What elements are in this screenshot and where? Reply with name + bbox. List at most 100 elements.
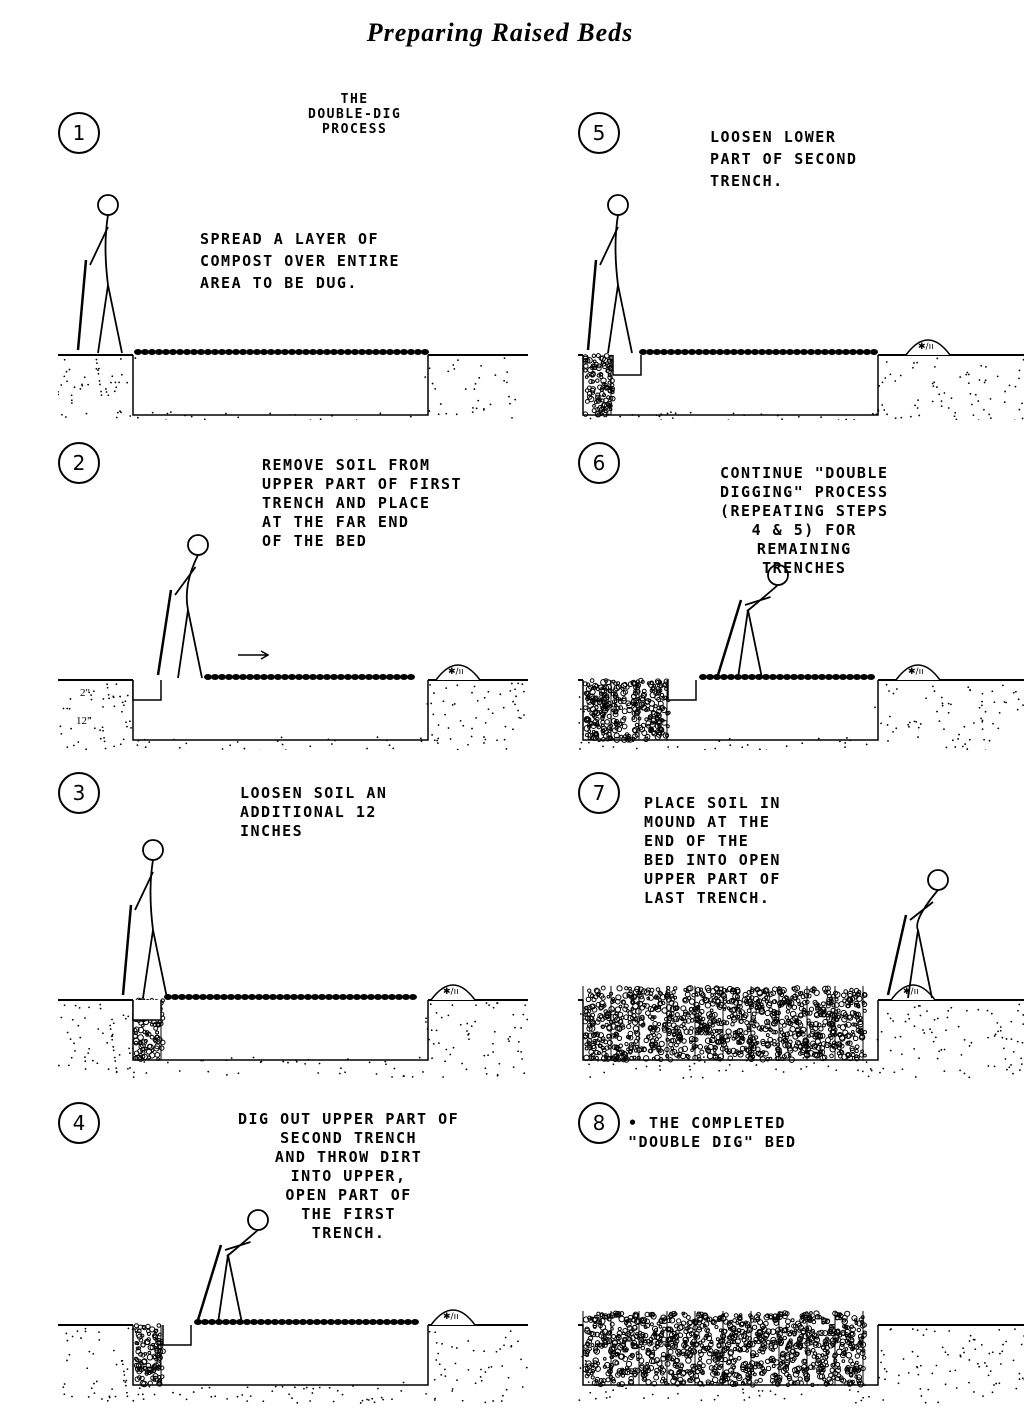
soil-dot: [68, 368, 71, 371]
soil-dot: [119, 695, 122, 698]
soil-dot: [485, 1002, 488, 1004]
soil-dot: [169, 411, 172, 414]
soil-clod: [613, 709, 618, 715]
soil-dot: [85, 412, 88, 415]
soil-clod: [785, 1019, 792, 1026]
soil-mound: [905, 339, 951, 356]
soil-dot: [432, 713, 435, 716]
soil-clod: [841, 1359, 846, 1363]
compost-lump: [232, 674, 240, 680]
soil-clod: [618, 705, 624, 711]
soil-dot: [488, 1004, 491, 1007]
soil-clod: [614, 1351, 619, 1357]
soil-dot: [1010, 1064, 1012, 1066]
spade-icon: [121, 904, 133, 996]
legs: [142, 929, 168, 999]
soil-clod: [736, 1316, 742, 1322]
soil-dot: [938, 720, 941, 723]
soil-clod: [640, 704, 647, 711]
soil-clod: [591, 729, 596, 734]
compost-lump: [783, 674, 791, 680]
soil-clod: [613, 703, 618, 708]
soil-clod: [634, 1367, 641, 1374]
soil-dot: [473, 388, 476, 391]
compost-lump: [856, 349, 864, 355]
soil-clod: [590, 1365, 597, 1372]
soil-dot: [976, 1362, 979, 1365]
soil-clod: [135, 1348, 142, 1355]
soil-dot: [886, 1012, 889, 1015]
soil-clod: [606, 403, 611, 409]
compost-lump: [393, 349, 401, 355]
soil-dot: [579, 748, 581, 750]
soil-dot: [134, 357, 137, 359]
soil-clod: [600, 985, 606, 991]
arrow-icon: [238, 650, 270, 660]
soil-dot: [291, 1397, 293, 1400]
soil-clod: [633, 1333, 639, 1339]
soil-dot: [128, 1047, 130, 1050]
torso: [916, 889, 939, 931]
head: [97, 194, 119, 216]
compost-lump: [220, 994, 228, 1000]
arms: [174, 566, 197, 596]
soil-clod: [607, 374, 613, 381]
soil-dot: [113, 745, 116, 748]
soil-dot: [913, 362, 915, 364]
soil-clod: [776, 1042, 781, 1047]
soil-dot: [479, 1376, 482, 1378]
soil-dot: [945, 746, 948, 749]
soil-dot: [1017, 698, 1020, 701]
soil-clod: [827, 1027, 833, 1032]
soil-clod: [827, 1042, 832, 1047]
soil-dot: [523, 690, 525, 693]
open-trench: [612, 355, 642, 376]
soil-clod: [735, 1006, 741, 1012]
soil-clod: [667, 1326, 674, 1333]
soil-dot: [489, 403, 492, 406]
soil-clod: [628, 1329, 633, 1334]
soil-dot: [965, 373, 968, 376]
soil-clod: [607, 1039, 613, 1046]
soil-dot: [200, 1059, 203, 1062]
soil-clod: [853, 1010, 857, 1015]
soil-clod: [825, 985, 831, 992]
soil-dot: [447, 370, 450, 373]
soil-dot: [451, 1388, 454, 1390]
soil-clod: [591, 1006, 598, 1013]
soil-clod: [822, 985, 829, 993]
soil-clod: [862, 1008, 867, 1013]
soil-dot: [127, 1327, 130, 1330]
soil-dot: [864, 1384, 867, 1387]
soil-dot: [338, 1072, 341, 1075]
soil-dot: [1012, 1050, 1015, 1053]
soil-dot: [402, 1381, 405, 1384]
soil-clod: [142, 1029, 148, 1035]
soil-dot: [62, 707, 65, 710]
soil-clod: [686, 1351, 693, 1358]
soil-clod: [724, 1020, 730, 1026]
soil-dot: [112, 1349, 115, 1352]
heading-line: DOUBLE-DIG: [308, 107, 402, 122]
torso: [746, 584, 779, 612]
soil-dot: [498, 1062, 501, 1065]
soil-dot: [388, 744, 391, 747]
soil-clod: [771, 1014, 778, 1021]
soil-clod: [825, 999, 832, 1006]
caption-line: AT THE FAR END: [262, 513, 410, 531]
soil-clod: [726, 1050, 731, 1055]
soil-clod: [641, 688, 647, 694]
soil-clod: [586, 373, 591, 377]
soil-dot: [933, 1330, 936, 1333]
compost-lump: [360, 994, 368, 1000]
soil-clod: [794, 1039, 802, 1046]
soil-dot: [376, 736, 379, 739]
soil-clod: [788, 1056, 795, 1063]
soil-clod: [587, 724, 592, 729]
soil-clod: [862, 1030, 868, 1035]
step-caption: CONTINUE "DOUBLE DIGGING" PROCESS (REPEA…: [720, 464, 889, 578]
soil-dot: [940, 400, 943, 403]
soil-clod: [590, 1343, 595, 1347]
arms: [744, 596, 771, 606]
step-2-panel: 2 REMOVE SOIL FROM UPPER PART OF FIRST T…: [58, 430, 528, 750]
